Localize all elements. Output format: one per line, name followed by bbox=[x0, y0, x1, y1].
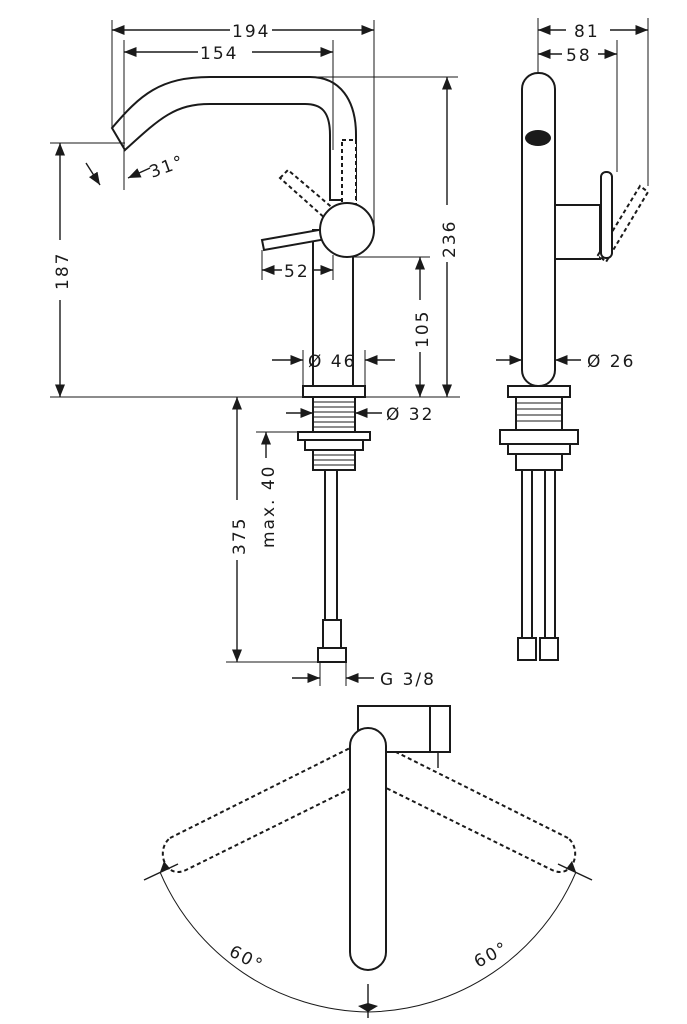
dim-angle-31: 31° bbox=[147, 152, 188, 183]
dim-spout-154: 154 bbox=[200, 44, 238, 64]
front-dimensions: 194 154 31° 187 236 52 105 bbox=[50, 20, 460, 690]
dim-height-236: 236 bbox=[440, 220, 460, 258]
dim-max-40: max. 40 bbox=[259, 465, 279, 548]
dim-width-194: 194 bbox=[232, 22, 270, 42]
top-view: 60° 60° bbox=[143, 705, 593, 1018]
dim-height-187: 187 bbox=[53, 252, 73, 290]
dim-diameter-32: Ø 32 bbox=[386, 405, 434, 425]
dim-side-58: 58 bbox=[566, 46, 592, 66]
dim-lever-52: 52 bbox=[284, 262, 310, 282]
dim-thread-g38: G 3/8 bbox=[380, 670, 436, 690]
dim-height-105: 105 bbox=[413, 310, 433, 348]
dim-diameter-46: Ø 46 bbox=[308, 352, 356, 372]
front-view bbox=[50, 76, 460, 663]
dim-diameter-26: Ø 26 bbox=[587, 352, 635, 372]
dim-swivel-right-60: 60° bbox=[471, 938, 512, 973]
side-dimensions: 81 58 Ø 26 bbox=[496, 18, 649, 372]
dim-side-81: 81 bbox=[574, 22, 600, 42]
dim-swivel-left-60: 60° bbox=[226, 942, 267, 977]
dim-length-375: 375 bbox=[230, 517, 250, 555]
